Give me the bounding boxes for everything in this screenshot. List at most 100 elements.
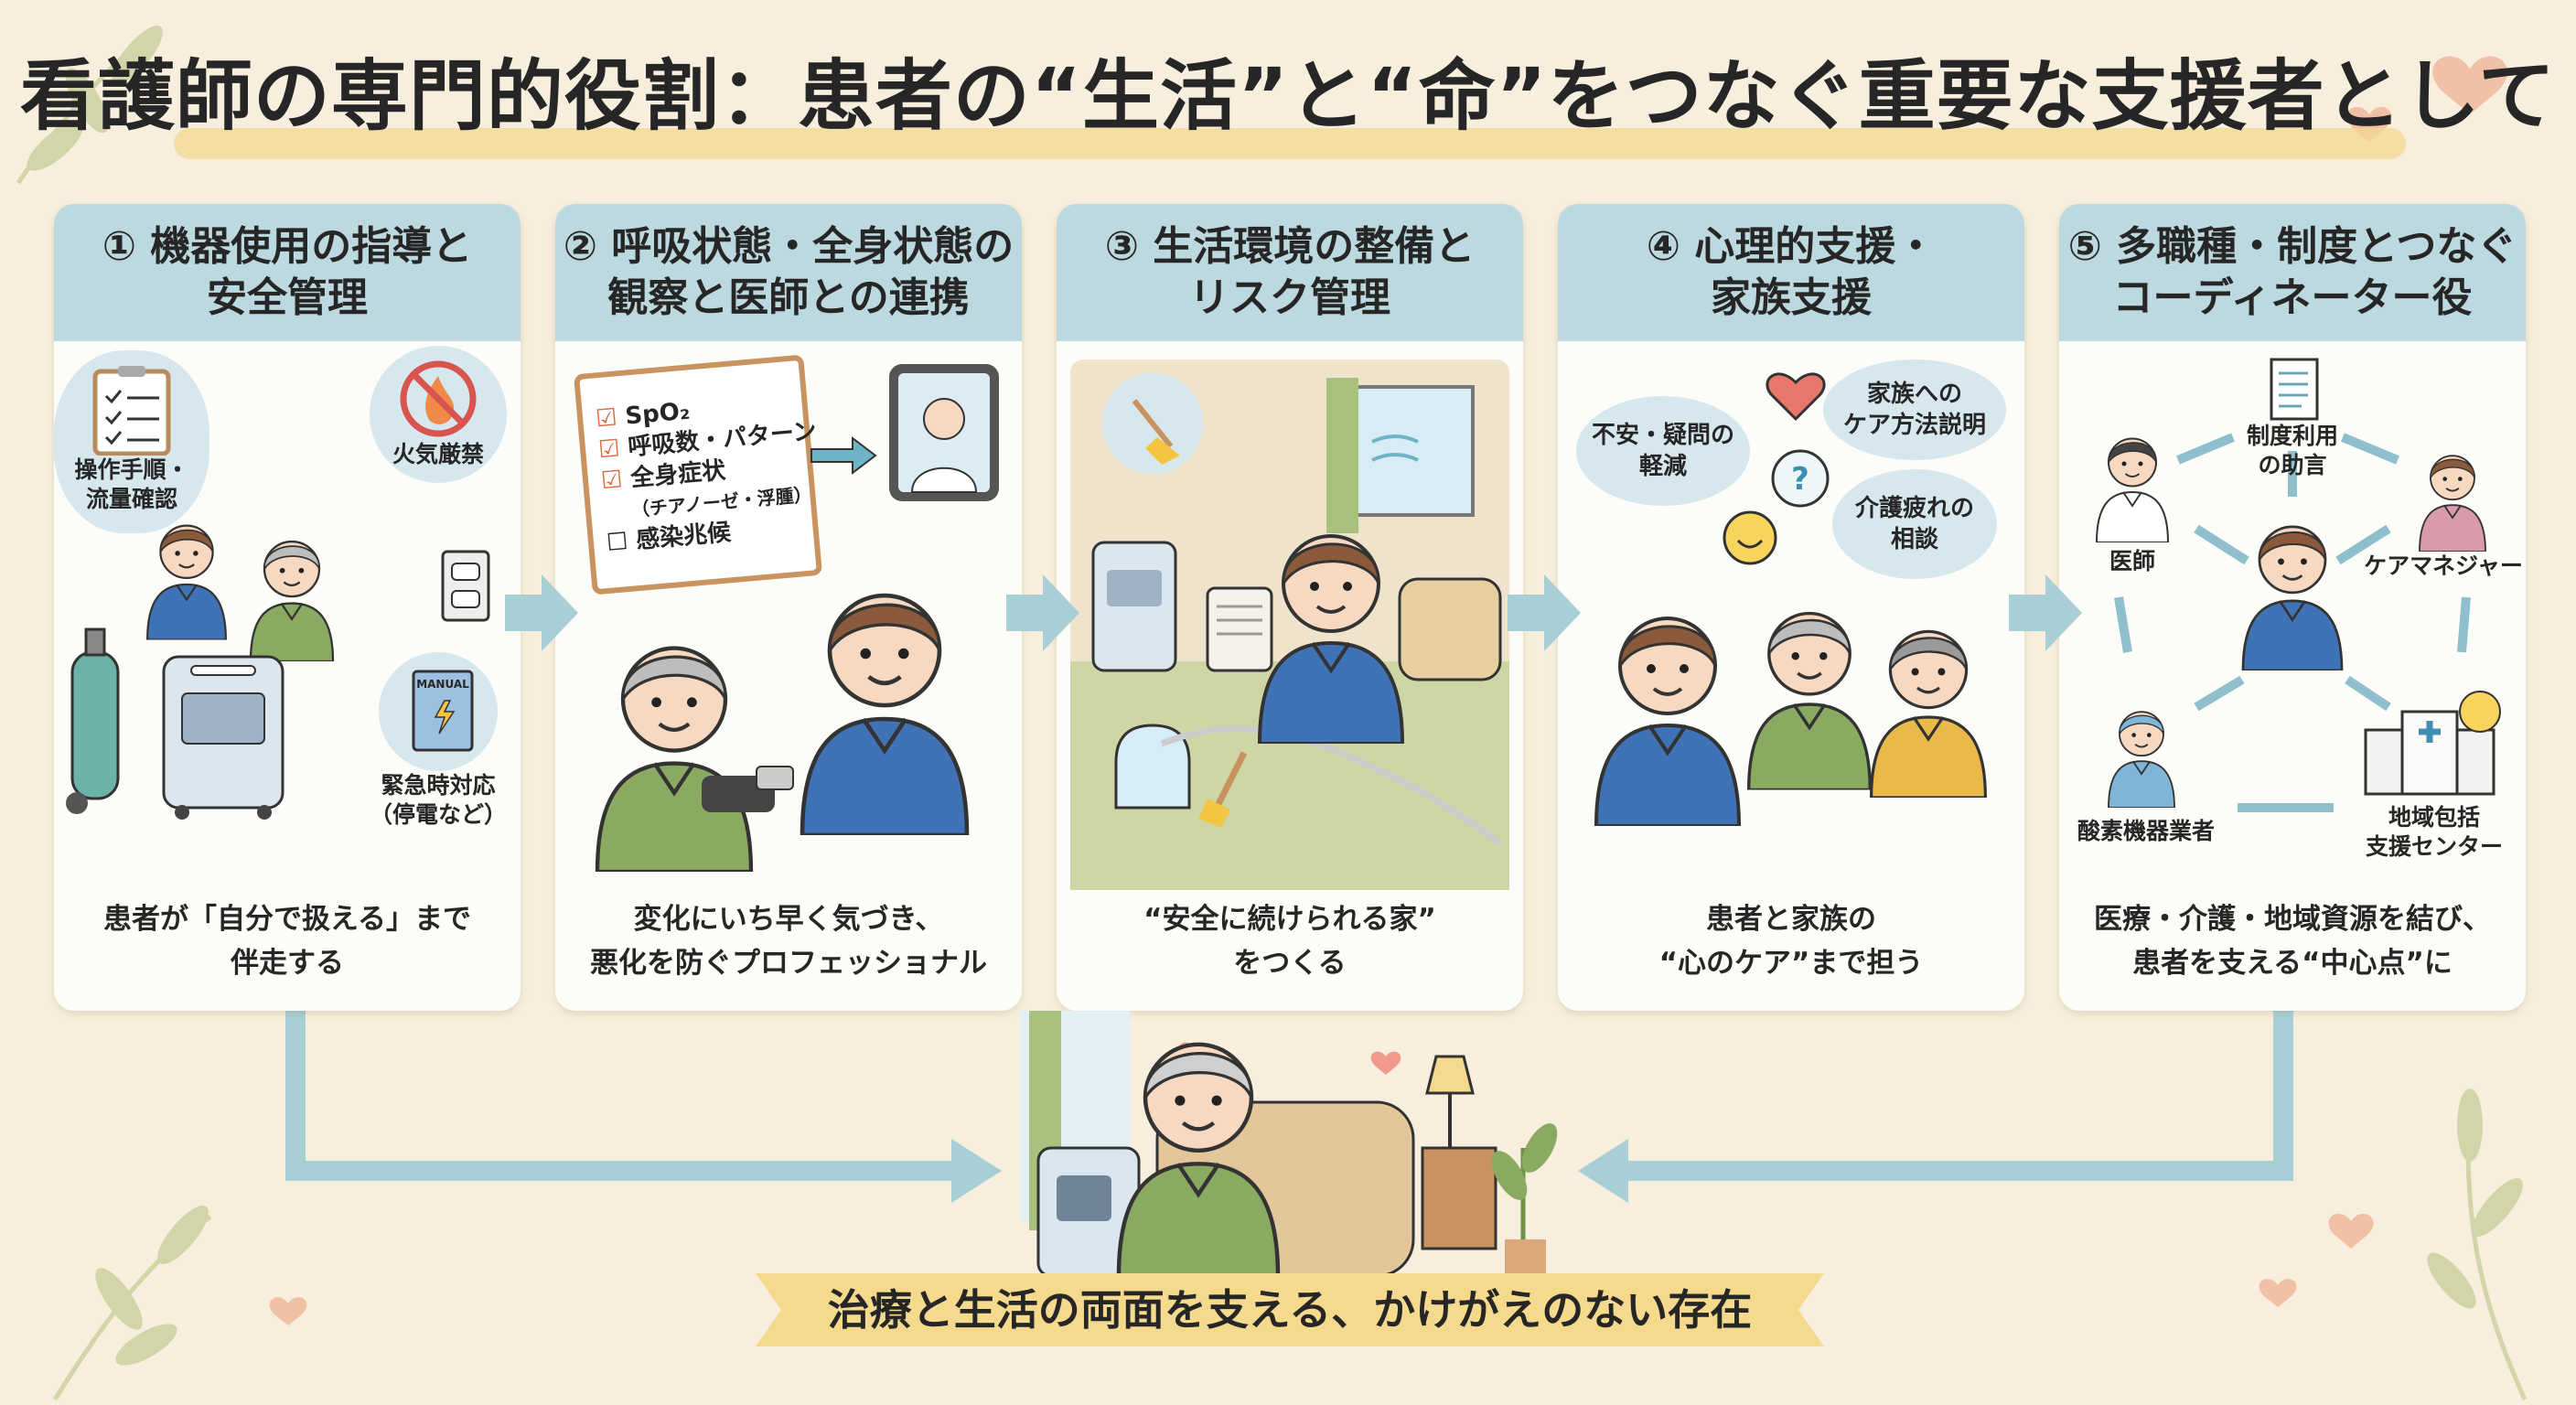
brush-icon — [1198, 751, 1248, 828]
patient-figure — [569, 616, 779, 872]
summary-banner: 治療と生活の両面を支える、かけがえのない存在 — [756, 1266, 1824, 1354]
anxiety-label-line-1: 不安・疑問の — [1591, 422, 1734, 449]
title-highlight — [174, 128, 2406, 159]
system-label-line-1: 制度利用 — [2246, 423, 2338, 449]
power-outlet-icon — [441, 550, 490, 622]
checked-box-icon: ☑ — [594, 403, 618, 434]
patient-figure — [237, 524, 347, 661]
procedure-label: 操作手順・ 流量確認 — [54, 456, 209, 514]
center-label-line-2: 支援センター — [2365, 833, 2503, 860]
card-header: ③ 生活環境の整備と リスク管理 — [1057, 204, 1523, 341]
window-icon — [1326, 378, 1475, 533]
connector-left-arrowhead — [951, 1139, 1002, 1203]
center-label-line-1: 地域包括 — [2388, 804, 2480, 831]
checked-box-icon: ☑ — [596, 434, 621, 465]
card-caption-line-1: 変化にいち早く気づき、 — [633, 903, 944, 936]
card-illustration: 操作手順・ 流量確認 火気厳禁 — [54, 341, 521, 895]
procedure-label-line-1: 操作手順・ — [74, 456, 189, 483]
card-illustration: 不安・疑問の 軽減 家族への ケア方法説明 介護疲れの 相談 ? — [1558, 341, 2024, 895]
card-header: ② 呼吸状態・全身状態の 観察と医師との連携 — [555, 204, 1022, 341]
community-icon — [2459, 691, 2501, 733]
care-manager-label: ケアマネジャー — [2364, 552, 2523, 579]
card-header: ① 機器使用の指導と 安全管理 — [54, 204, 521, 341]
nurse-figure — [2228, 506, 2356, 670]
manual-label: MANUAL — [416, 678, 469, 691]
role-card-coordinator: ⑤ 多職種・制度とつなぐ コーディネーター役 制度利用 の助言 医師 ケアマネジ… — [2059, 204, 2526, 1011]
oxygen-tube — [1160, 725, 1503, 847]
card-illustration: ☑ SpO₂ ☑ 呼吸数・パターン ☑ 全身症状 （チアノーゼ・浮腫） ☐ 感染… — [555, 341, 1022, 895]
oxygen-concentrator-icon — [162, 655, 284, 820]
manual-book-icon — [412, 670, 474, 752]
card-illustration — [1057, 341, 1523, 895]
lamp-icon — [1421, 1055, 1497, 1250]
leaf-branch-top-left — [16, 26, 163, 185]
emergency-label-line-1: 緊急時対応 — [381, 772, 496, 799]
fatigue-label-line-2: 相談 — [1890, 526, 1938, 553]
role-card-psychological-support: ④ 心理的支援・ 家族支援 不安・疑問の 軽減 家族への ケア方法説明 介護疲れ… — [1558, 204, 2024, 1011]
card-title-line-2: 家族支援 — [1711, 274, 1872, 321]
oxygen-concentrator-icon — [1091, 541, 1177, 672]
no-fire-icon — [400, 360, 477, 437]
heart-icon — [1766, 372, 1826, 422]
connector-right-arrowhead — [1578, 1139, 1628, 1203]
elderly-patient-figure — [1089, 1011, 1308, 1276]
anxiety-bubble: 不安・疑問の 軽減 — [1576, 396, 1750, 506]
heater-icon — [1206, 586, 1273, 672]
checked-box-icon: ☑ — [599, 466, 624, 496]
card-header: ④ 心理的支援・ 家族支援 — [1558, 204, 2024, 341]
card-illustration: 制度利用 の助言 医師 ケアマネジャー 酸素機器業者 地域包括 支援センター — [2059, 341, 2526, 895]
role-card-environment: ③ 生活環境の整備と リスク管理 “安全に続けられる家” をつくる — [1057, 204, 1523, 1011]
leaf-branch-bottom-left — [52, 1206, 212, 1401]
sofa-icon — [1398, 577, 1502, 681]
clipboard-icon: ☑ SpO₂ ☑ 呼吸数・パターン ☑ 全身症状 （チアノーゼ・浮腫） ☐ 感染… — [573, 354, 823, 595]
card-header: ⑤ 多職種・制度とつなぐ コーディネーター役 — [2059, 204, 2526, 341]
humidifier-icon — [1114, 724, 1191, 810]
nurse-figure — [775, 561, 994, 835]
card-caption-line-1: “安全に続けられる家” — [1143, 903, 1436, 936]
caregiver-fatigue-bubble: 介護疲れの 相談 — [1832, 469, 1997, 579]
emergency-label: 緊急時対応 （停電など） — [356, 771, 521, 830]
question-bubble-icon: ? — [1771, 449, 1830, 508]
connector-left — [285, 1011, 961, 1181]
card-caption-line-2: をつくる — [1233, 947, 1347, 980]
card-caption-line-1: 患者と家族の — [1706, 903, 1876, 936]
checklist-text: SpO₂ — [624, 397, 692, 431]
procedure-label-line-2: 流量確認 — [85, 486, 177, 512]
community-center-label: 地域包括 支援センター — [2343, 803, 2526, 862]
doctor-label: 医師 — [2109, 548, 2155, 574]
unchecked-box-icon: ☐ — [605, 528, 629, 557]
smile-icon — [1723, 510, 1777, 565]
connector-right — [1619, 1011, 2293, 1181]
doctor-icon — [2077, 424, 2187, 542]
vendor-label: 酸素機器業者 — [2077, 818, 2215, 844]
oxygen-cylinder-icon — [66, 627, 120, 814]
title-wrapper: 看護師の専門的役割：患者の“生活”と“命”をつなぐ重要な支援者として — [0, 37, 2576, 156]
oxygen-concentrator-icon — [1036, 1146, 1141, 1276]
page-title: 看護師の専門的役割：患者の“生活”と“命”をつなぐ重要な支援者として — [19, 51, 2557, 141]
card-caption-line-2: 患者を支える“中心点”に — [2132, 947, 2453, 980]
nurse-figure — [136, 506, 237, 643]
role-card-equipment-guidance: ① 機器使用の指導と 安全管理 操作手順・ 流量確認 火気厳禁 — [54, 204, 521, 1011]
role-card-observation: ② 呼吸状態・全身状態の 観察と医師との連携 ☑ SpO₂ ☑ 呼吸数・パターン… — [555, 204, 1022, 1011]
card-caption: “安全に続けられる家” をつくる — [1057, 897, 1523, 985]
nurse-figure — [1240, 497, 1422, 753]
arrow-right-icon — [810, 435, 877, 476]
card-caption: 変化にいち早く気づき、 悪化を防ぐプロフェッショナル — [555, 897, 1022, 985]
card-title-line-1: ② 呼吸状態・全身状態の — [563, 223, 1014, 270]
card-title-line-2: リスク管理 — [1189, 274, 1390, 321]
card-caption-line-2: 悪化を防ぐプロフェッショナル — [590, 947, 987, 980]
card-title-line-1: ① 機器使用の指導と — [102, 223, 473, 270]
card-title-line-1: ⑤ 多職種・制度とつなぐ — [2067, 223, 2517, 270]
broom-bubble-icon — [1102, 373, 1203, 474]
checklist-text: 感染兆候 — [635, 519, 733, 555]
card-title-line-2: 観察と医師との連携 — [607, 274, 970, 321]
family-member-figure — [1855, 584, 2002, 821]
anxiety-label-line-2: 軽減 — [1638, 453, 1687, 480]
clipboard-checklist-icon — [92, 366, 171, 456]
card-caption-line-2: “心のケア”まで担う — [1658, 947, 1924, 980]
card-caption: 医療・介護・地域資源を結び、 患者を支える“中心点”に — [2059, 897, 2526, 985]
fatigue-label-line-1: 介護疲れの — [1854, 495, 1974, 522]
card-title-line-1: ③ 生活環境の整備と — [1104, 223, 1476, 270]
document-icon — [2270, 358, 2319, 421]
